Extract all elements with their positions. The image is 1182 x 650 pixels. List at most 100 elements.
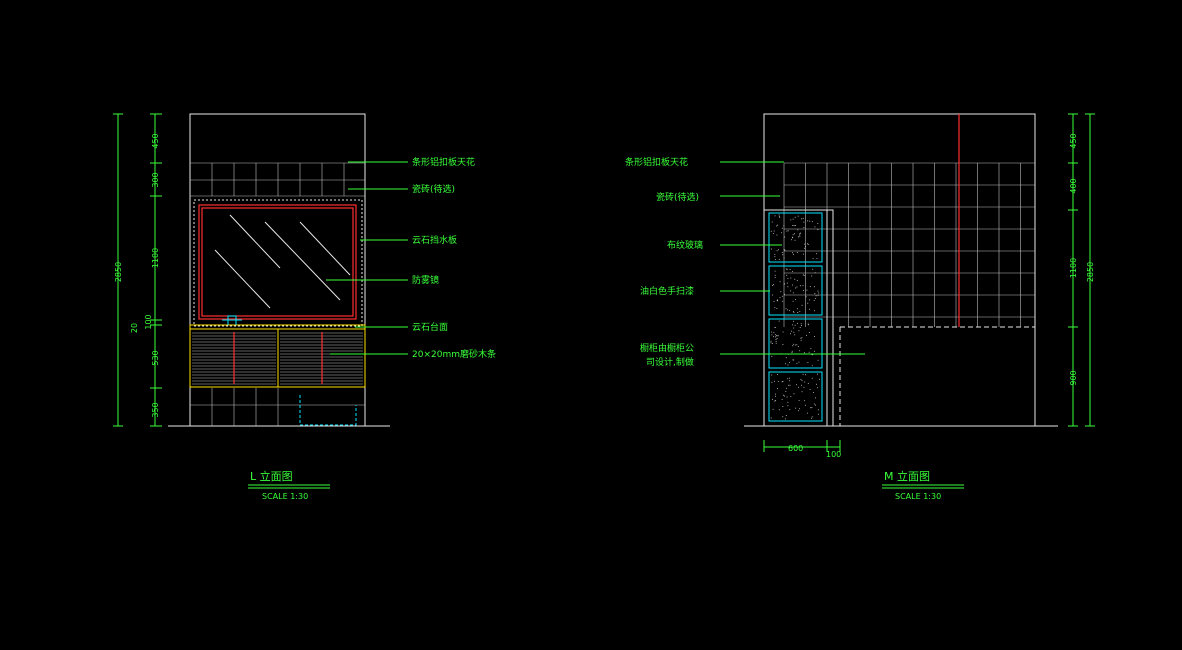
glass-dot: [775, 339, 777, 341]
left-dim-label: 450: [151, 133, 160, 148]
glass-dot: [807, 382, 809, 384]
glass-dot: [771, 221, 773, 223]
glass-dot: [797, 229, 799, 231]
glass-partition-frame: [763, 209, 828, 427]
glass-dot: [815, 295, 817, 297]
glass-dot: [782, 254, 784, 256]
glass-dot: [790, 333, 791, 335]
glass-dot: [798, 361, 800, 363]
glass-dot: [782, 416, 784, 418]
glass-dot: [808, 351, 810, 353]
glass-dot: [776, 338, 778, 340]
glass-dot: [770, 230, 772, 232]
glass-dot: [778, 320, 780, 322]
glass-dot: [805, 296, 807, 298]
glass-dot: [814, 404, 816, 406]
glass-dot: [774, 215, 776, 217]
left-dim-label: 350: [151, 402, 160, 417]
glass-dot: [774, 274, 776, 276]
glass-dot: [785, 363, 787, 365]
stone-splashback: [193, 199, 363, 327]
glass-dot: [806, 220, 808, 222]
glass-dot: [806, 289, 808, 291]
glass-dot: [792, 345, 794, 347]
glass-dot: [796, 251, 798, 253]
left-dim-ticks: [113, 113, 162, 427]
glass-dot: [807, 302, 809, 304]
glass-dot: [793, 320, 794, 322]
glass-dot: [817, 387, 818, 389]
glass-dot: [801, 380, 803, 382]
glass-dot: [805, 245, 807, 247]
glass-dot: [777, 224, 779, 226]
glass-dot: [795, 407, 797, 409]
glass-dot: [792, 234, 794, 236]
glass-dot: [786, 268, 788, 270]
glass-dot: [776, 388, 778, 390]
glass-dot: [772, 285, 774, 286]
glass-dot: [793, 225, 795, 227]
glass-dot: [814, 350, 816, 352]
left-dim-label: 100: [144, 314, 153, 329]
left-label-mirror: 防雾镜: [412, 274, 439, 286]
glass-dot: [787, 378, 789, 380]
glass-dot: [813, 392, 814, 394]
glass-dot: [792, 292, 794, 294]
glass-dot: [792, 225, 794, 226]
right-label-paint: 油白色手扫漆: [640, 285, 694, 297]
glass-dot: [786, 274, 788, 276]
left-label-ceiling: 条形铝扣板天花: [412, 156, 475, 168]
glass-dot: [817, 409, 819, 411]
glass-dot: [797, 312, 799, 313]
glass-dot: [774, 380, 775, 382]
glass-dot: [791, 330, 793, 332]
glass-dot: [809, 388, 811, 390]
glass-dot: [792, 300, 794, 302]
glass-dot: [770, 248, 772, 250]
glass-dot: [803, 352, 805, 354]
glass-dot: [817, 373, 818, 375]
textured-glass-panel: [768, 212, 823, 263]
glass-dot: [794, 334, 796, 336]
glass-dot: [786, 387, 787, 389]
glass-dot: [787, 401, 789, 403]
glass-dot: [774, 256, 776, 258]
glass-dot: [774, 307, 776, 309]
glass-dot: [771, 334, 773, 336]
glass-dot: [786, 282, 788, 284]
glass-dot: [809, 308, 811, 310]
glass-dot: [805, 404, 807, 406]
glass-dot: [799, 327, 801, 328]
glass-dot: [793, 331, 795, 333]
glass-dot: [799, 350, 801, 352]
glass-dot: [790, 219, 792, 221]
glass-dot: [793, 343, 794, 345]
glass-dot: [798, 386, 799, 388]
glass-dot: [774, 270, 776, 272]
glass-dot: [807, 323, 809, 325]
glass-dot: [795, 287, 797, 289]
glass-dot: [782, 381, 784, 382]
textured-glass-panel: [768, 318, 823, 369]
glass-dot: [771, 331, 773, 333]
glass-dot: [781, 300, 783, 302]
glass-dot: [786, 396, 788, 398]
glass-dot: [785, 268, 787, 270]
glass-dot: [771, 381, 773, 383]
drain-pipe: [299, 395, 357, 426]
glass-dot: [801, 391, 803, 393]
right-label-cabinet-line2: 司设计,制做: [646, 356, 694, 368]
glass-dot: [813, 286, 815, 288]
glass-dot: [803, 275, 805, 277]
faucet: [222, 315, 242, 325]
glass-dot: [809, 286, 811, 287]
mirror-reflection-line: [299, 221, 351, 276]
glass-dot: [803, 243, 805, 245]
glass-dot: [793, 327, 795, 329]
glass-dot: [819, 378, 821, 380]
glass-dot: [802, 289, 804, 291]
right-leaders: [720, 161, 865, 355]
glass-dot: [773, 332, 775, 334]
glass-dot: [811, 417, 813, 419]
